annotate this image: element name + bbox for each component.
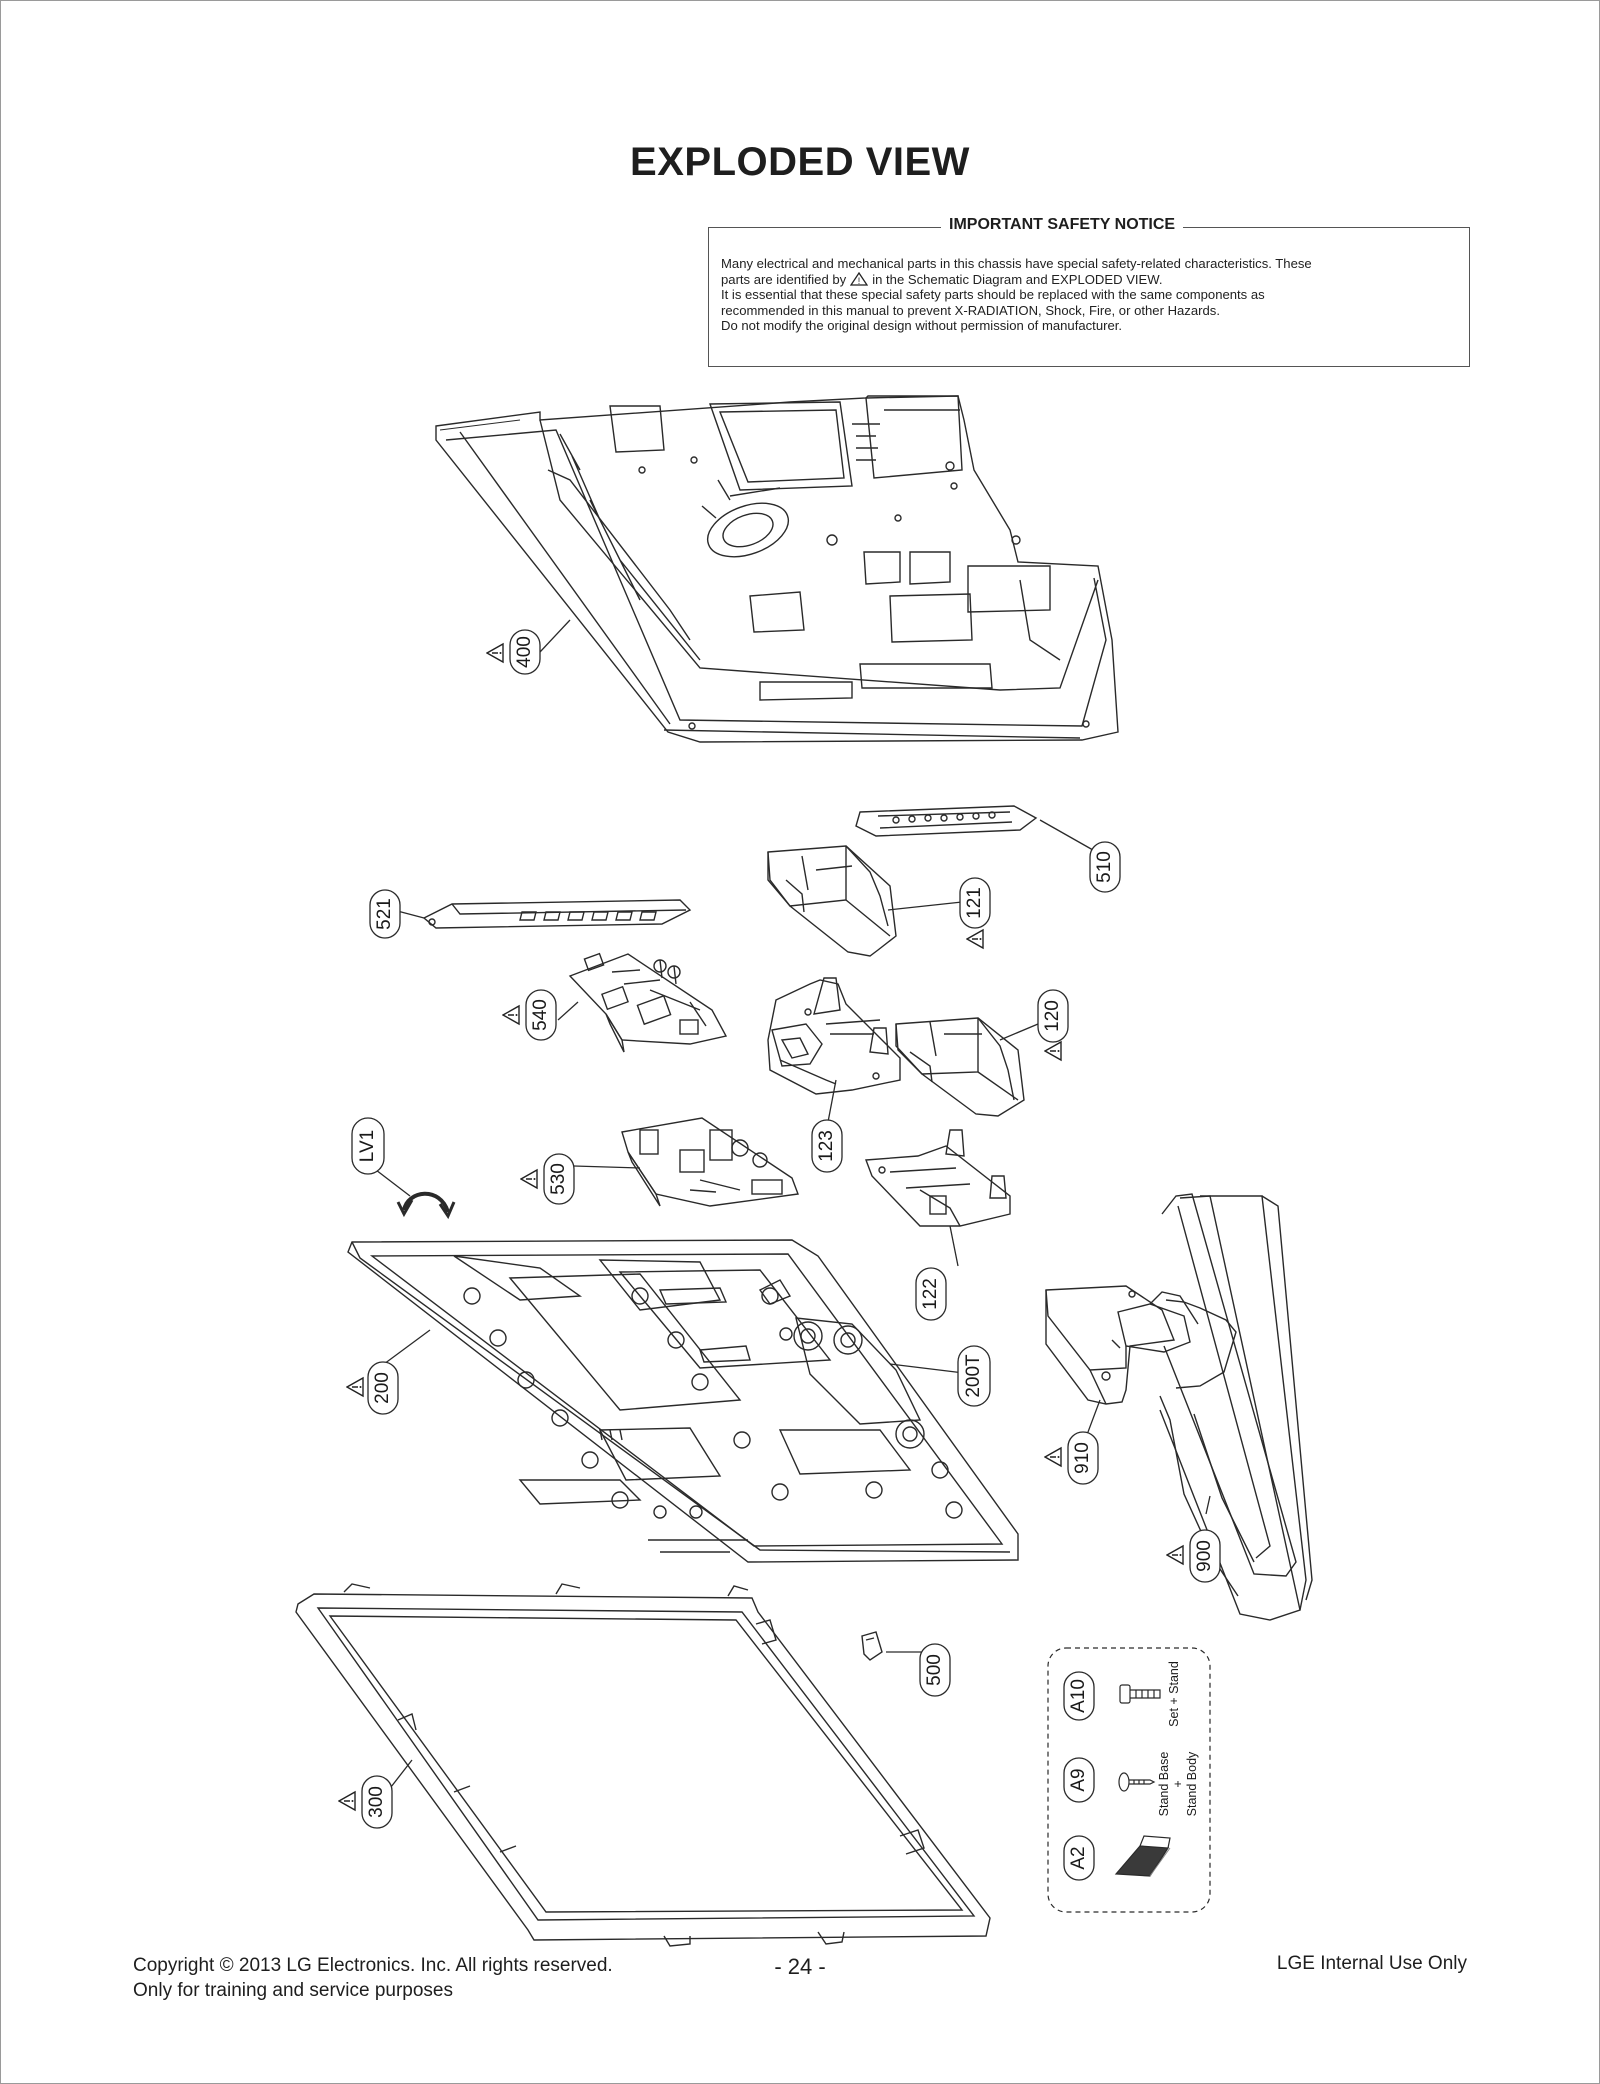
- bracket-123-part: [767, 977, 901, 1095]
- callout-label-a9: A9: [1068, 1768, 1089, 1791]
- notice-line-3: It is essential that these special safet…: [721, 287, 1265, 303]
- main-board-540-part: [568, 952, 728, 1053]
- key-button-part: [855, 805, 1038, 837]
- warning-triangle-icon: !: [850, 271, 869, 286]
- notice-line-2: parts are identified by! in the Schematic…: [721, 271, 1457, 288]
- callout-label-400: 400: [514, 636, 535, 668]
- callout-label-200t: 200T: [963, 1354, 984, 1398]
- safety-notice-body: Many electrical and mechanical parts in …: [721, 256, 1457, 334]
- warning-triangle-icon: [502, 1005, 520, 1025]
- speaker-120-part: [895, 1017, 1025, 1117]
- callout-521: 521: [369, 889, 401, 939]
- warning-triangle-icon: [520, 1169, 538, 1189]
- callout-label-121: 121: [964, 887, 985, 919]
- callout-400: 400: [486, 629, 541, 675]
- notice-line-2-start: parts are identified by: [721, 271, 847, 287]
- warning-triangle-icon: [1166, 1545, 1184, 1565]
- callout-a2: A2: [1063, 1835, 1095, 1881]
- screw-a9-icon: [1118, 1772, 1156, 1792]
- power-board-530-part: [621, 1117, 799, 1207]
- warning-triangle-icon: [486, 643, 504, 663]
- notice-line-2-end: in the Schematic Diagram and EXPLODED VI…: [872, 271, 1163, 287]
- main-frame-200-part: [347, 1239, 1019, 1563]
- page-number: - 24 -: [774, 1954, 826, 1979]
- warning-triangle-icon: [346, 1377, 364, 1397]
- back-cover-part: [435, 395, 1119, 743]
- warning-triangle-icon: [1044, 1041, 1062, 1061]
- safety-notice-title: IMPORTANT SAFETY NOTICE: [941, 216, 1184, 234]
- callout-a10: A10: [1063, 1671, 1095, 1721]
- callout-label-123: 123: [816, 1130, 837, 1162]
- callout-121: 121: [959, 877, 991, 949]
- warning-triangle-icon: [966, 929, 984, 949]
- sensor-500-part: [861, 1631, 883, 1661]
- warning-triangle-icon: [338, 1791, 356, 1811]
- callout-900: 900: [1166, 1529, 1221, 1583]
- callout-label-510: 510: [1094, 851, 1115, 883]
- stand-part: [1045, 1193, 1313, 1621]
- screw-parts-box: A10 Set + Stand A9 Stand Base + Stand Bo…: [1047, 1647, 1211, 1913]
- callout-label-900: 900: [1194, 1540, 1215, 1572]
- callout-910: 910: [1044, 1431, 1099, 1485]
- page-title: EXPLODED VIEW: [630, 140, 970, 184]
- callout-200: 200: [346, 1361, 399, 1415]
- callout-540: 540: [502, 989, 557, 1041]
- speaker-121-part: [767, 845, 897, 957]
- warning-triangle-icon: [1044, 1447, 1062, 1467]
- leader-lines: [375, 619, 1211, 1797]
- arrow-rotate-icon: [396, 1191, 456, 1220]
- callout-500: 500: [919, 1643, 951, 1697]
- callout-label-a10: A10: [1068, 1679, 1089, 1713]
- callout-200t: 200T: [957, 1345, 991, 1407]
- svg-text:!: !: [858, 276, 861, 286]
- callout-label-120: 120: [1042, 1000, 1063, 1032]
- stand-base-label: Stand Base: [1157, 1752, 1171, 1817]
- callout-label-122: 122: [920, 1278, 941, 1310]
- notice-line-4: recommended in this manual to prevent X-…: [721, 302, 1220, 318]
- safety-notice-box: IMPORTANT SAFETY NOTICE Many electrical …: [708, 216, 1470, 367]
- internal-use-text: LGE Internal Use Only: [1276, 1953, 1467, 1974]
- callout-label-lv1: LV1: [357, 1130, 378, 1162]
- callout-label-300: 300: [366, 1786, 387, 1818]
- callout-label-500: 500: [924, 1654, 945, 1686]
- set-stand-label: Set + Stand: [1167, 1661, 1181, 1727]
- callout-120: 120: [1037, 989, 1069, 1061]
- bracket-122-part: [865, 1129, 1011, 1227]
- bracket-a2-icon: [1114, 1835, 1171, 1877]
- callout-300: 300: [338, 1775, 393, 1829]
- notice-line-5: Do not modify the original design withou…: [721, 318, 1123, 334]
- callout-label-a2: A2: [1068, 1846, 1089, 1869]
- callout-122: 122: [915, 1267, 947, 1321]
- callout-530: 530: [520, 1153, 575, 1205]
- callout-123: 123: [811, 1119, 843, 1173]
- callout-label-910: 910: [1072, 1442, 1093, 1474]
- callout-510: 510: [1089, 841, 1121, 893]
- callout-label-200: 200: [372, 1372, 393, 1404]
- bracket-521-part: [422, 899, 692, 929]
- callout-a9: A9: [1063, 1757, 1095, 1803]
- callout-lv1: LV1: [351, 1117, 385, 1175]
- plus-label: +: [1171, 1780, 1185, 1787]
- callout-label-521: 521: [374, 898, 395, 930]
- copyright-text: Copyright © 2013 LG Electronics. Inc. Al…: [133, 1955, 613, 1976]
- callout-label-530: 530: [548, 1163, 569, 1195]
- callout-label-540: 540: [530, 999, 551, 1031]
- footer-copyright: Copyright © 2013 LG Electronics. Inc. Al…: [133, 1953, 613, 2003]
- front-cabinet-300-part: [295, 1583, 991, 1947]
- screw-a10-icon: [1119, 1684, 1161, 1704]
- training-text: Only for training and service purposes: [133, 1980, 453, 2001]
- stand-body-label: Stand Body: [1185, 1751, 1199, 1816]
- notice-line-1: Many electrical and mechanical parts in …: [721, 256, 1312, 271]
